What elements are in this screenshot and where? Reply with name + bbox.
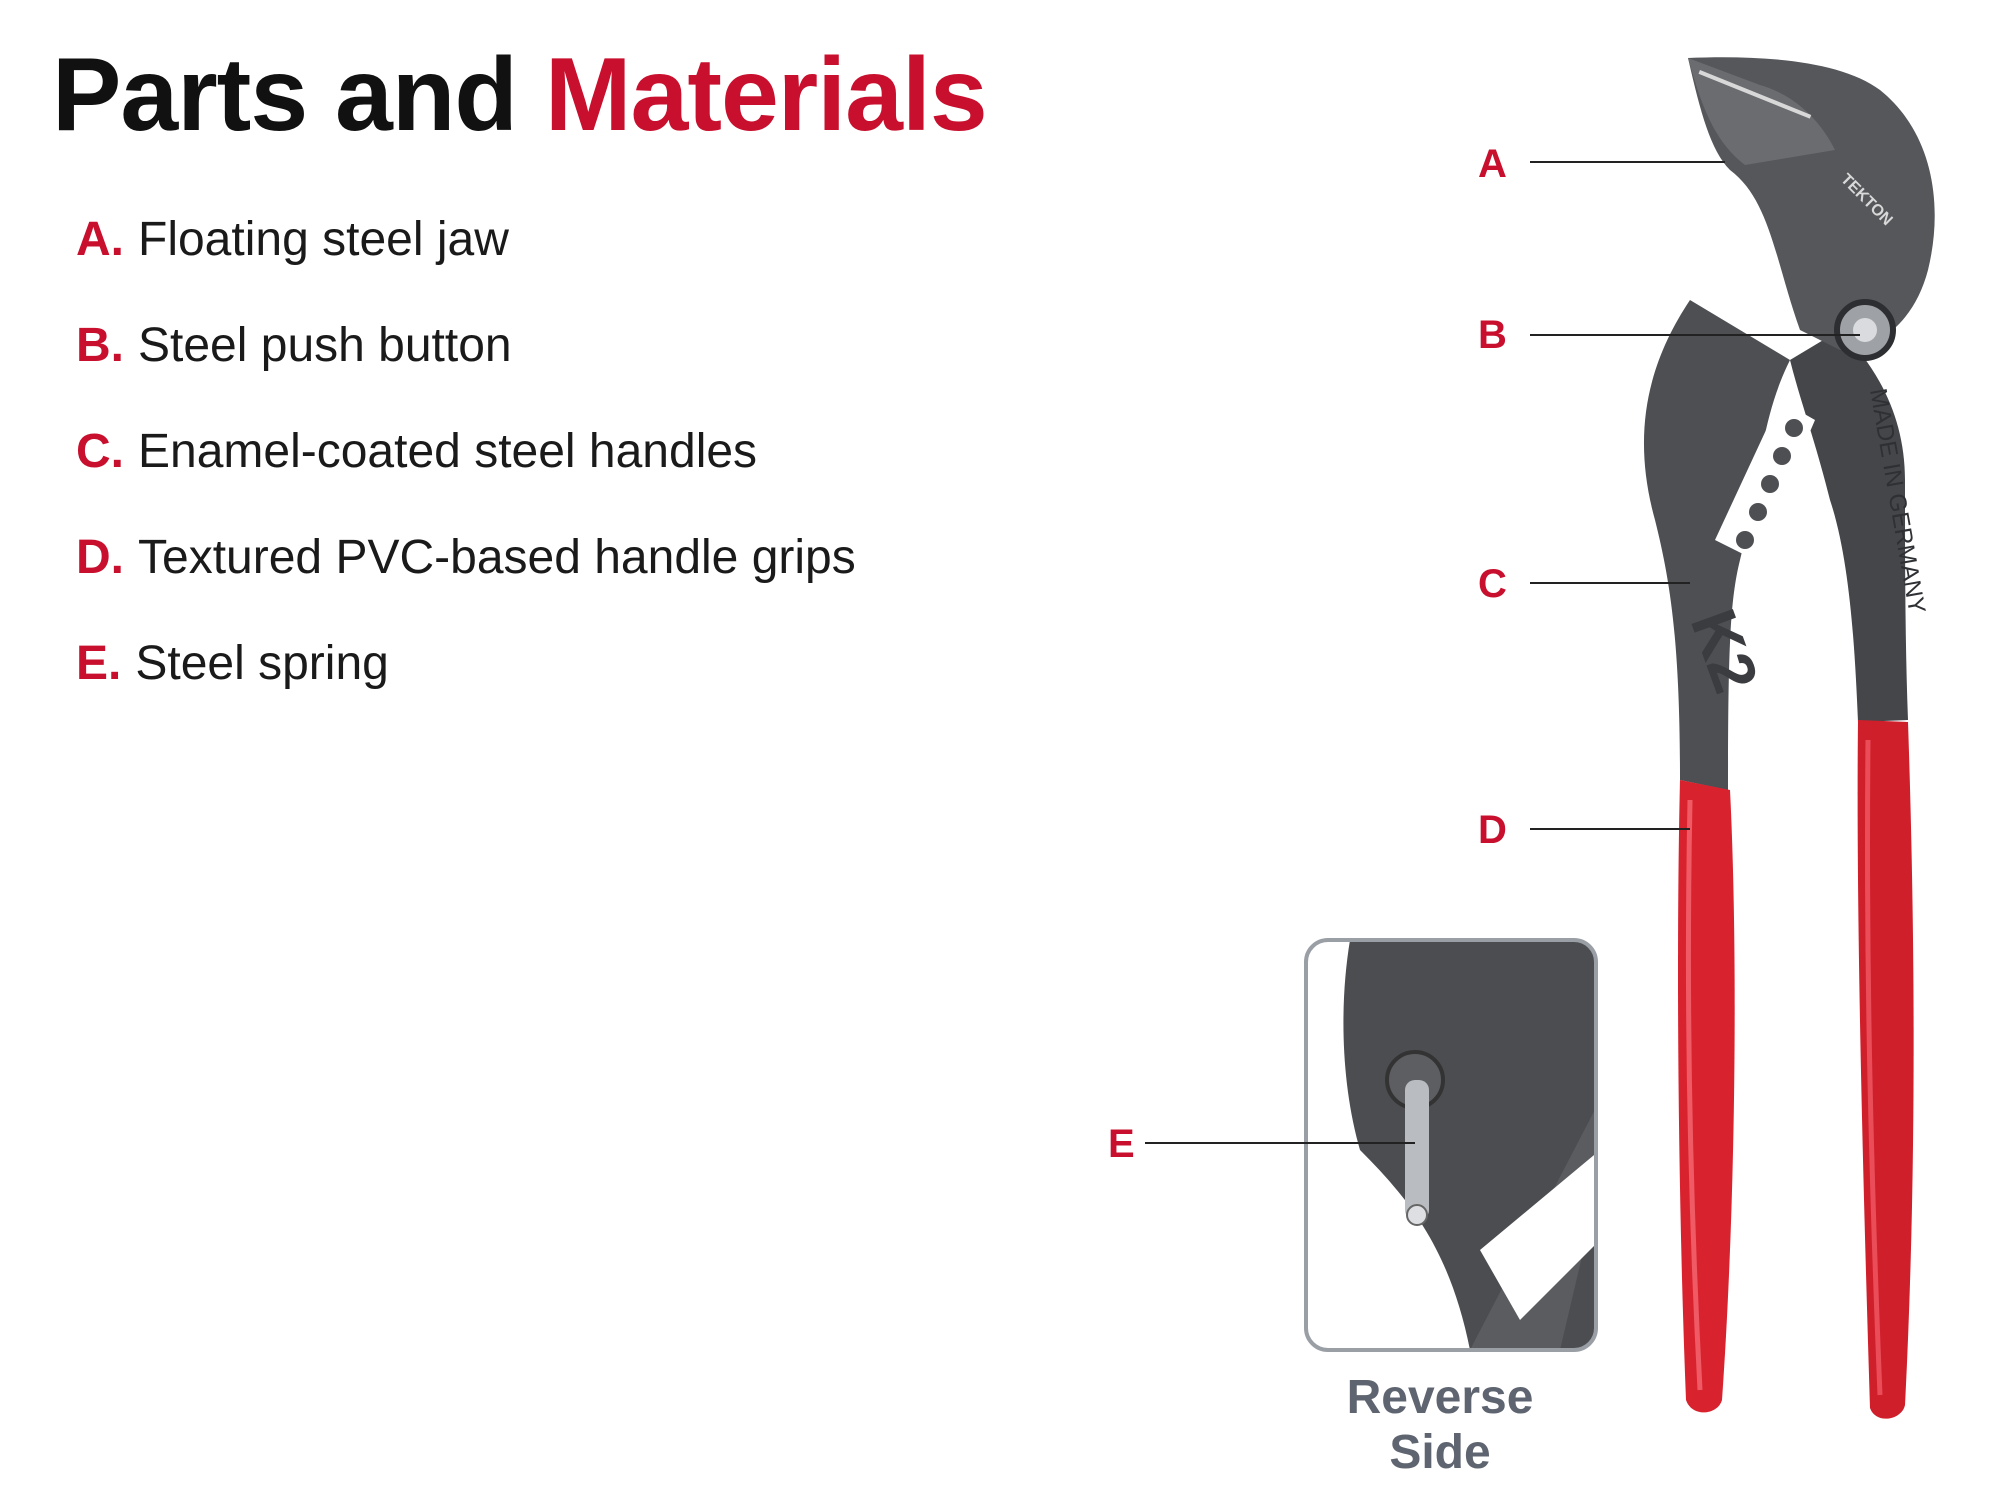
part-label: Floating steel jaw: [138, 213, 509, 266]
left-handle: [1643, 300, 1790, 790]
inset-caption: Reverse Side: [1346, 1371, 1534, 1479]
push-button-center: [1853, 318, 1877, 342]
right-grip: [1857, 720, 1914, 1419]
floating-jaw: [1688, 58, 1835, 165]
parts-list: A. Floating steel jaw B. Steel push button…: [76, 205, 856, 735]
list-item: C. Enamel-coated steel handles: [76, 417, 856, 523]
callout-a: A: [1478, 142, 1507, 186]
part-label: Steel spring: [135, 637, 389, 690]
callout-d: D: [1478, 808, 1507, 852]
reverse-side-inset: [1304, 938, 1598, 1352]
leader-line-b: [1530, 334, 1860, 336]
leader-line-e: [1145, 1142, 1415, 1144]
leader-line-a: [1530, 161, 1725, 163]
part-letter: D.: [76, 531, 124, 584]
list-item: E.Steel spring: [76, 629, 856, 735]
callout-b: B: [1478, 313, 1507, 357]
list-item: A. Floating steel jaw: [76, 205, 856, 311]
inset-slot: [1480, 1150, 1596, 1320]
leader-line-d: [1530, 828, 1690, 830]
part-letter: B.: [76, 319, 124, 372]
callout-c: C: [1478, 562, 1507, 606]
part-label: Steel push button: [138, 319, 512, 372]
title-part-2: Materials: [544, 37, 988, 153]
part-label: Enamel-coated steel handles: [138, 425, 758, 478]
page-title: Parts and Materials: [52, 37, 988, 153]
title-part-1: Parts and: [52, 37, 518, 153]
steel-spring: [1405, 1080, 1429, 1220]
part-letter: E.: [76, 637, 122, 690]
leader-line-c: [1530, 582, 1690, 584]
part-letter: C.: [76, 425, 124, 478]
slot-teeth: [1736, 419, 1803, 549]
list-item: D. Textured PVC-based handle grips: [76, 523, 856, 629]
right-handle: [1790, 330, 1908, 722]
jaw-scale: [1698, 70, 1812, 119]
callout-e: E: [1108, 1122, 1135, 1166]
list-item: B. Steel push button: [76, 311, 856, 417]
part-label: Textured PVC-based handle grips: [138, 531, 856, 584]
part-letter: A.: [76, 213, 124, 266]
